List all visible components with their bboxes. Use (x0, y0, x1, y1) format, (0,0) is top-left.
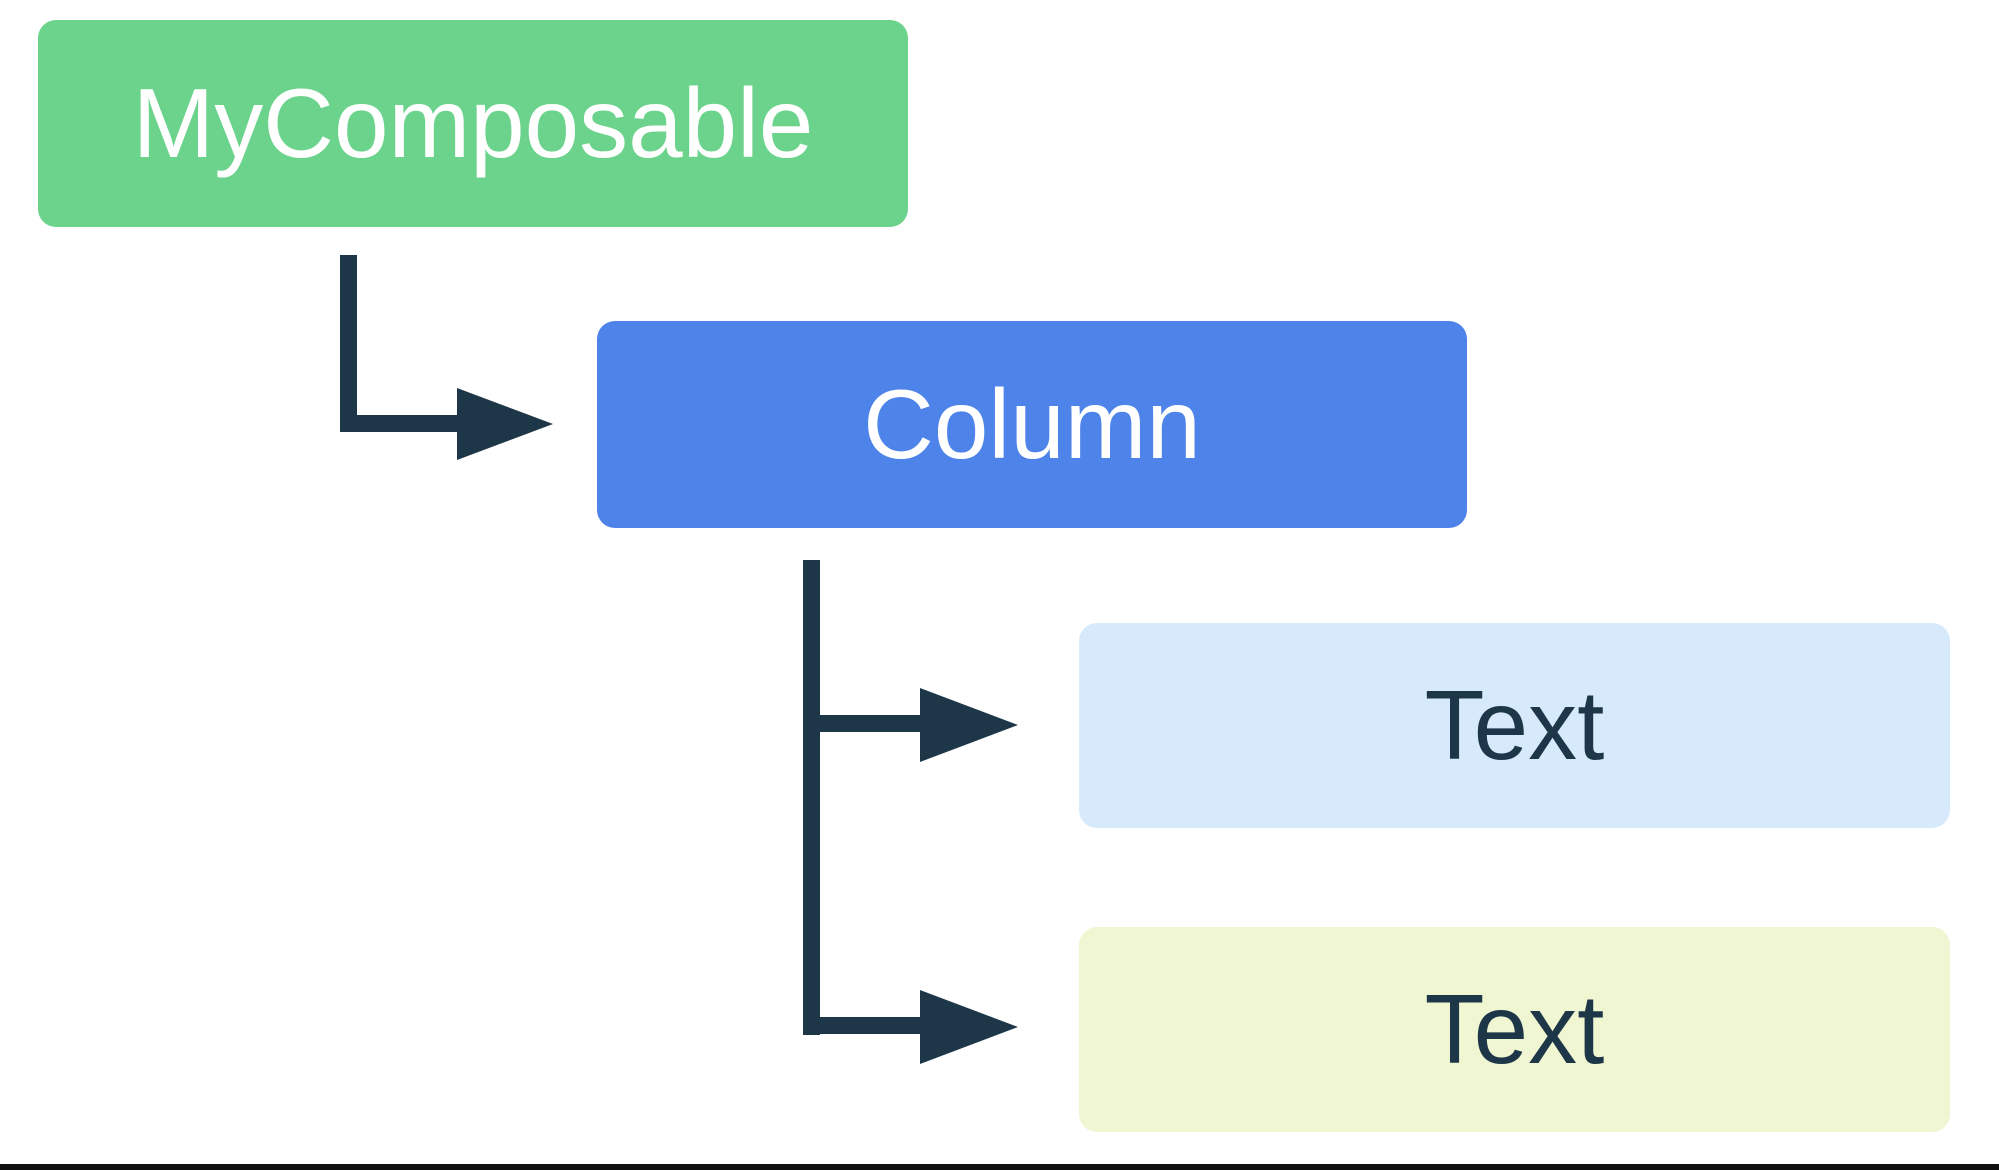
node-column: Column (597, 321, 1467, 528)
node-text-second: Text (1079, 927, 1950, 1132)
arrow-branch1-horizontal-segment (803, 715, 920, 732)
arrow-horizontal-segment (340, 415, 457, 432)
bottom-divider (0, 1164, 1999, 1170)
arrow-vertical-segment (340, 255, 357, 432)
arrowhead-right-icon (457, 388, 553, 460)
node-mycomposable: MyComposable (38, 20, 908, 227)
node-text-first: Text (1079, 623, 1950, 828)
node-column-label: Column (863, 369, 1201, 479)
arrow-trunk-vertical-segment (803, 560, 820, 1035)
node-text-first-label: Text (1424, 670, 1605, 780)
node-text-second-label: Text (1424, 974, 1605, 1084)
arrowhead-right-icon (920, 688, 1018, 762)
node-mycomposable-label: MyComposable (132, 68, 814, 178)
arrow-branch2-horizontal-segment (803, 1017, 920, 1034)
arrowhead-right-icon (920, 990, 1018, 1064)
